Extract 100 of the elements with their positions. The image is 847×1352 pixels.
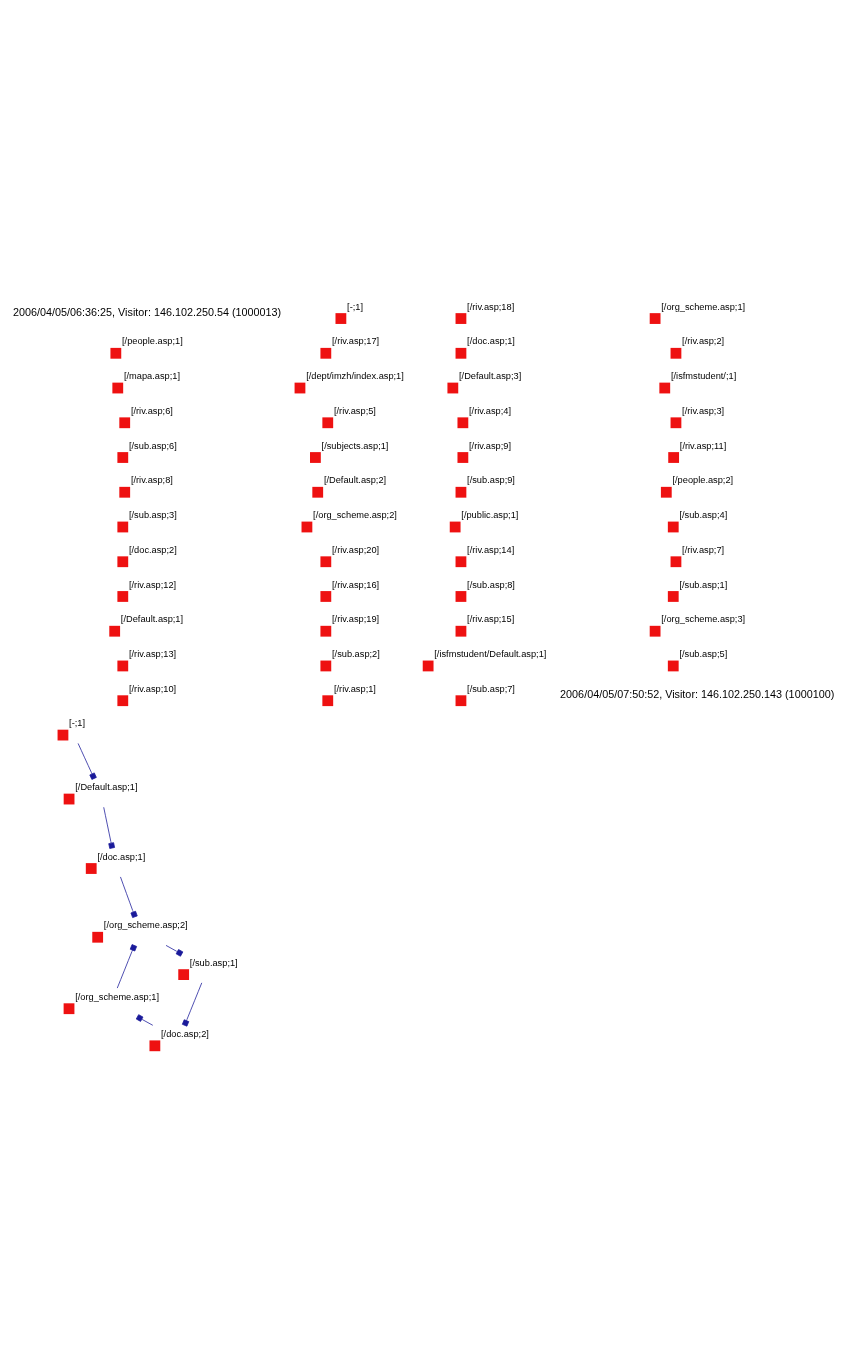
node-box: [119, 417, 131, 429]
node-label: [/riv.asp;10]: [128, 683, 177, 694]
node-box: [455, 695, 467, 707]
node-box: [92, 931, 104, 943]
node-label: [/Default.asp;1]: [75, 782, 138, 793]
connector: [103, 806, 115, 849]
node-label: [/people.asp;1]: [122, 336, 183, 347]
connector: [135, 1014, 154, 1026]
node-label: [-;1]: [347, 301, 364, 312]
node-label: [/doc.asp;1]: [97, 851, 146, 862]
label: 2006/04/05/07:50:52, Visitor: 146.102.250.143 (1000100): [560, 687, 835, 700]
node-box: [455, 486, 467, 498]
node-label: [/riv.asp;2]: [682, 336, 725, 347]
node-label: [/sub.asp;8]: [467, 579, 515, 590]
node-box: [109, 625, 121, 637]
node-box: [320, 347, 332, 359]
node-label: [/riv.asp;8]: [130, 475, 173, 486]
node-label: [/Default.asp;2]: [323, 475, 387, 486]
node-box: [117, 591, 129, 602]
node-label: [/org_scheme.asp;1]: [661, 301, 746, 312]
node-box: [85, 863, 97, 874]
node-label: [/Default.asp;1]: [120, 614, 184, 625]
node-label: [/doc.asp;2]: [161, 1029, 209, 1039]
node-box: [322, 695, 334, 707]
node-box: [455, 625, 467, 637]
node-label: [/mapa.asp;1]: [123, 371, 180, 382]
node-label: [/riv.asp;5]: [333, 405, 376, 416]
node-box: [178, 969, 190, 981]
node-label: [/riv.asp;3]: [682, 405, 725, 416]
node-label: [/sub.asp;9]: [467, 475, 515, 486]
node-box: [667, 521, 679, 533]
node-label: [/isfmstudent/;1]: [670, 371, 737, 382]
node-box: [149, 1040, 161, 1052]
node-box: [449, 521, 461, 533]
node-label: [/sub.asp;4]: [679, 510, 728, 521]
connector: [165, 945, 184, 957]
node-box: [112, 382, 124, 394]
node-label: [/sub.asp;7]: [467, 683, 515, 694]
node-label: [/riv.asp;14]: [467, 544, 515, 555]
node-label: [/riv.asp;19]: [332, 614, 380, 625]
connector: [181, 982, 203, 1027]
node-label: [/org_scheme.asp;2]: [103, 920, 188, 931]
connector: [120, 876, 138, 918]
node-label: [/org_scheme.asp;3]: [661, 614, 746, 625]
node-box: [63, 793, 75, 805]
node-label: [/riv.asp;7]: [682, 544, 725, 555]
node-box: [335, 313, 347, 324]
node-box: [455, 556, 467, 568]
node-box: [117, 452, 129, 463]
node-label: [/riv.asp;4]: [469, 405, 512, 416]
node-box: [670, 417, 682, 429]
node-label: [/riv.asp;11]: [679, 440, 727, 451]
node-box: [117, 695, 129, 707]
node-label: [/doc.asp;2]: [128, 544, 177, 555]
node-box: [320, 660, 332, 672]
connector: [116, 944, 138, 989]
node-box: [667, 591, 679, 602]
node-box: [667, 660, 679, 672]
node-box: [455, 313, 467, 324]
node-box: [57, 729, 69, 741]
node-box: [117, 521, 129, 533]
node-box: [447, 382, 459, 394]
node-box: [117, 660, 129, 672]
node-label: [/doc.asp;1]: [467, 336, 515, 347]
node-box: [301, 521, 313, 533]
node-box: [320, 625, 332, 637]
node-label: [/sub.asp;3]: [128, 510, 177, 521]
node-label: [/sub.asp;5]: [679, 649, 728, 660]
node-label: [/sub.asp;1]: [189, 957, 238, 968]
node-box: [63, 1003, 75, 1015]
node-box: [455, 347, 467, 359]
node-box: [649, 313, 661, 324]
node-label: [/people.asp;2]: [672, 475, 734, 486]
node-box: [668, 452, 680, 463]
node-box: [320, 556, 332, 568]
connector: [77, 743, 97, 780]
node-box: [422, 660, 434, 672]
node-box: [322, 417, 334, 429]
node-box: [455, 591, 467, 602]
node-label: [/riv.asp;6]: [130, 405, 173, 416]
node-label: [/dept/imzh/index.asp;1]: [306, 371, 404, 382]
node-label: [/riv.asp;16]: [332, 579, 380, 590]
node-label: [-;1]: [69, 718, 86, 729]
node-label: [/isfmstudent/Default.asp;1]: [434, 649, 547, 660]
node-label: [/riv.asp;15]: [467, 614, 515, 625]
node-label: [/riv.asp;12]: [128, 579, 177, 590]
node-box: [659, 382, 671, 394]
node-label: [/riv.asp;18]: [467, 301, 515, 312]
node-box: [670, 347, 682, 359]
node-label: [/sub.asp;1]: [679, 579, 728, 590]
node-box: [312, 486, 324, 498]
node-box: [310, 452, 321, 463]
node-label: [/riv.asp;20]: [332, 544, 380, 555]
node-label: [/riv.asp;17]: [332, 336, 380, 347]
node-label: [/public.asp;1]: [461, 510, 519, 521]
node-box: [670, 556, 682, 568]
node-label: [/Default.asp;3]: [459, 371, 522, 382]
node-label: [/sub.asp;2]: [332, 649, 380, 660]
node-box: [457, 452, 469, 463]
node-box: [294, 382, 306, 394]
